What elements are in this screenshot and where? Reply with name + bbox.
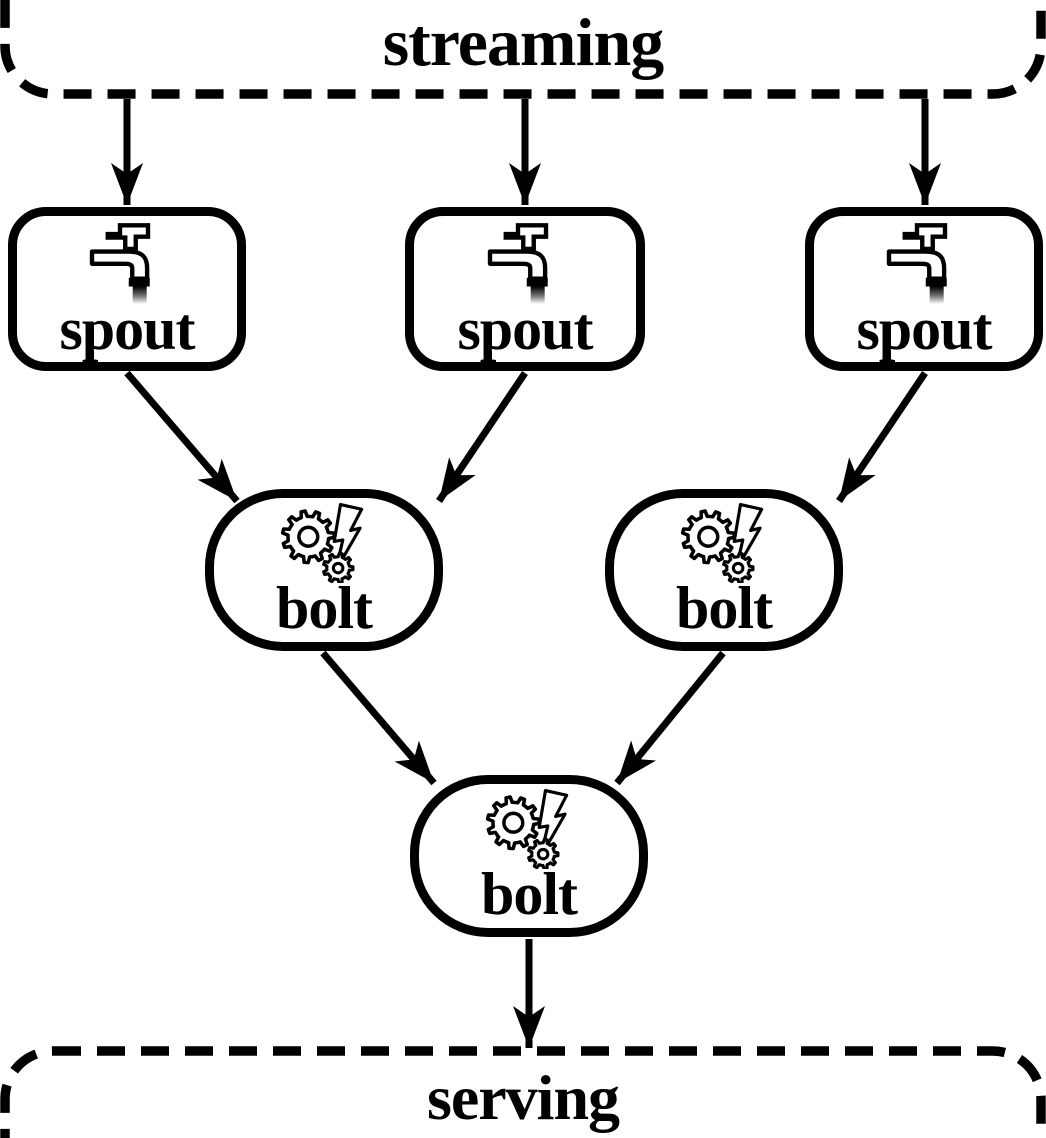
faucet-icon <box>880 220 968 304</box>
edge-spout3-to-bolt2 <box>836 371 928 503</box>
bolt-node-2: bolt <box>605 489 843 651</box>
gears-lightning-icon <box>280 503 368 583</box>
spout-label: spout <box>59 296 195 363</box>
spout-label: spout <box>457 296 593 363</box>
edge-bolt1-to-bolt3 <box>320 650 437 786</box>
spout-label: spout <box>856 296 992 363</box>
spout-node-1: spout <box>8 207 246 371</box>
bolt-node-3: bolt <box>410 775 648 937</box>
edge-spout2-to-bolt1 <box>436 371 528 503</box>
bolt-label: bolt <box>480 861 578 928</box>
edge-bolt2-to-bolt3 <box>614 650 726 786</box>
faucet-icon <box>83 220 171 304</box>
spout-node-2: spout <box>405 207 645 371</box>
bolt-label: bolt <box>675 575 773 642</box>
spout-node-3: spout <box>805 207 1043 371</box>
streaming-region-label: streaming <box>382 4 665 80</box>
serving-region-label: serving <box>426 1062 620 1133</box>
edge-spout1-to-bolt1 <box>124 370 240 504</box>
gears-lightning-icon <box>485 789 573 869</box>
bolt-node-1: bolt <box>205 489 443 651</box>
bolt-label: bolt <box>275 575 373 642</box>
faucet-icon <box>481 220 569 304</box>
gears-lightning-icon <box>680 503 768 583</box>
